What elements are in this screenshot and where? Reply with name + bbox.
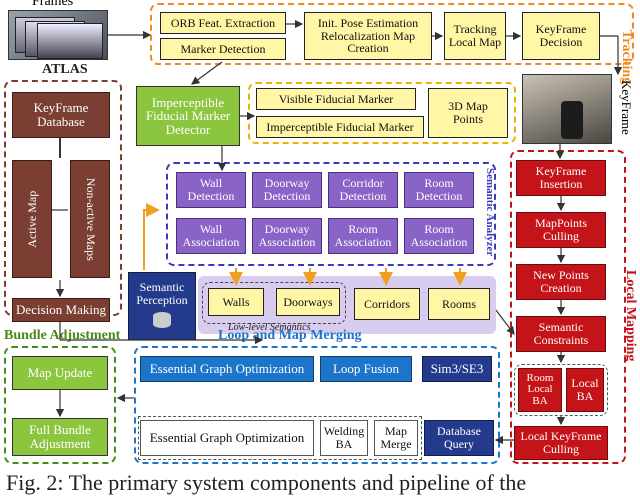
active-map: Active Map [12, 160, 52, 278]
new-points-creation: New Points Creation [516, 264, 606, 300]
keyframe-decision: KeyFrame Decision [522, 12, 600, 60]
connector-arrows [52, 19, 623, 445]
corridor-detection: Corridor Detection [328, 172, 398, 208]
mappoints-culling: MapPoints Culling [516, 212, 606, 248]
low-level-title: Low-level Semantics [228, 322, 311, 333]
low-level-inner [202, 282, 346, 324]
keyframe-database: KeyFrame Database [12, 92, 110, 138]
semantic-perception: Semantic Perception [128, 272, 196, 340]
wall-association: Wall Association [176, 218, 246, 254]
local-ba: Local BA [566, 368, 604, 412]
visible-fiducial-marker: Visible Fiducial Marker [256, 88, 416, 110]
wall-detection: Wall Detection [176, 172, 246, 208]
rooms-node: Rooms [428, 288, 490, 320]
room-association-1: Room Association [328, 218, 398, 254]
database-query: Database Query [424, 420, 494, 456]
room-association-2: Room Association [404, 218, 474, 254]
init-pose-estimation: Init. Pose Estimation Relocalization Map… [304, 12, 432, 60]
doorways-node: Doorways [276, 288, 340, 316]
loop-fusion: Loop Fusion [320, 356, 412, 382]
3d-map-points: 3D Map Points [428, 88, 508, 138]
frames-label: Frames [32, 0, 74, 9]
non-active-maps: Non-active Maps [70, 160, 110, 278]
local-mapping-group [510, 150, 626, 464]
map-merge: Map Merge [374, 420, 418, 456]
room-detection: Room Detection [404, 172, 474, 208]
essential-graph-optimization-1: Essential Graph Optimization [140, 356, 314, 382]
figure-caption: Fig. 2: The primary system components an… [6, 470, 527, 495]
semantic-constraints: Semantic Constraints [516, 316, 606, 352]
ba-group [514, 364, 608, 416]
loop-map-merging-group [134, 346, 500, 464]
corridors-node: Corridors [354, 288, 420, 320]
walls-node: Walls [208, 288, 264, 316]
doorway-detection: Doorway Detection [252, 172, 322, 208]
semantic-analyzer-group [166, 162, 496, 266]
bundle-adjustment-title: Bundle Adjustment [4, 328, 121, 343]
doorway-association: Doorway Association [252, 218, 322, 254]
tracking-local-map: Tracking Local Map [444, 12, 506, 60]
keyframe-image [522, 74, 612, 144]
orb-feature-extraction: ORB Feat. Extraction [160, 12, 286, 34]
decision-making: Decision Making [12, 298, 110, 322]
local-keyframe-culling: Local KeyFrame Culling [514, 426, 608, 460]
loop-map-merging-title: Loop and Map Merging [218, 328, 362, 343]
essential-graph-optimization-2: Essential Graph Optimization [140, 420, 314, 456]
sim3-se3: Sim3/SE3 [422, 356, 492, 382]
welding-ba: Welding BA [320, 420, 368, 456]
imperceptible-fiducial-marker: Imperceptible Fiducial Marker [256, 116, 424, 138]
bundle-adjustment-group [4, 346, 116, 464]
marker-detection: Marker Detection [160, 38, 286, 60]
frames-image [8, 10, 108, 60]
keyframe-insertion: KeyFrame Insertion [516, 160, 606, 196]
full-bundle-adjustment: Full Bundle Adjustment [12, 418, 108, 456]
merge-inner-group [138, 416, 422, 460]
map-update: Map Update [12, 356, 108, 390]
atlas-title: ATLAS [42, 62, 88, 77]
room-local-ba: Room Local BA [518, 368, 562, 412]
database-icon [153, 312, 171, 329]
imperceptible-marker-detector: Imperceptible Fiducial Marker Detector [136, 86, 240, 146]
